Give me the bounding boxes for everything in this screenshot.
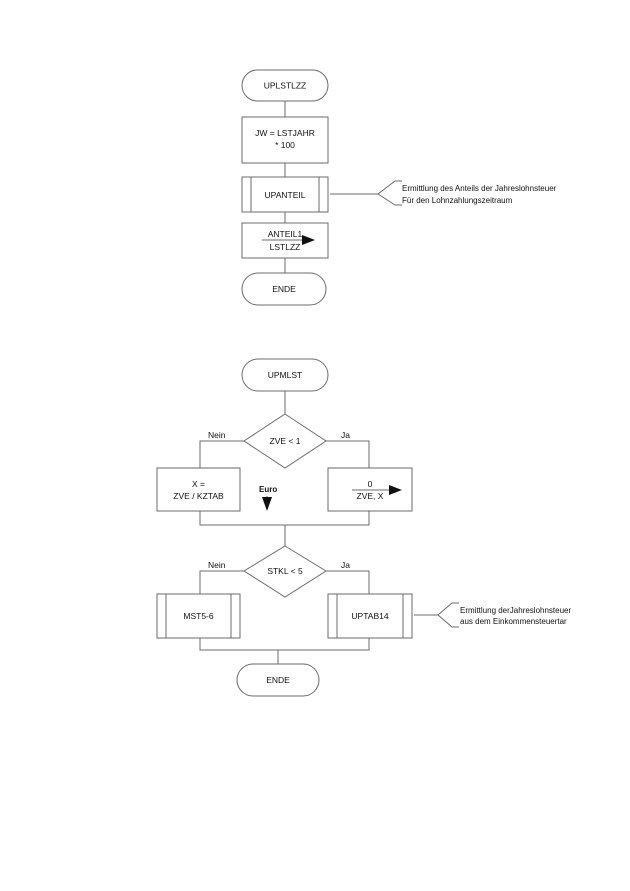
- start-terminator: UPLSTLZZ: [241, 69, 329, 102]
- assignment-box-zero: 0 ZVE, X: [327, 467, 413, 512]
- connector-yes-1: [326, 440, 370, 468]
- end-label: ENDE: [272, 284, 296, 294]
- assignment-source: 0: [368, 479, 373, 489]
- decision-label: STKL < 5: [267, 566, 303, 576]
- annotation-uptab14: Ermittlung derJahreslohnsteuer aus dem E…: [414, 602, 572, 628]
- annotation-line-2: aus dem Einkommensteuertar: [460, 617, 567, 626]
- connector-no-1: [199, 440, 244, 468]
- subroutine-label: UPANTEIL: [265, 190, 306, 200]
- decision-zve: ZVE < 1 Nein Ja: [208, 413, 350, 469]
- subroutine-label: UPTAB14: [351, 611, 388, 621]
- branch-label-yes: Ja: [341, 430, 350, 440]
- assignment-target: LSTLZZ: [270, 242, 301, 252]
- process-line-2: ZVE / KZTAB: [173, 491, 224, 501]
- process-line-1: X =: [192, 479, 205, 489]
- process-line-1: JW = LSTJAHR: [255, 128, 315, 138]
- subroutine-box-upanteil: UPANTEIL: [241, 176, 329, 213]
- merge-line-1: [199, 511, 370, 526]
- flowchart-upmlst: UPMLST ZVE < 1 Nein Ja X = ZVE / KZTAB E…: [156, 358, 572, 697]
- start-label: UPMLST: [268, 370, 302, 380]
- assignment-source: ANTEIL1: [268, 229, 303, 239]
- subroutine-label: MST5-6: [183, 611, 214, 621]
- assignment-target: ZVE, X: [357, 491, 384, 501]
- arrow-right-icon: [389, 485, 402, 495]
- branch-label-no: Nein: [208, 430, 226, 440]
- annotation-line-1: Ermittlung des Anteils der Jahreslohnste…: [402, 184, 557, 193]
- decision-stkl: STKL < 5 Nein Ja: [208, 545, 350, 598]
- process-box-jw: JW = LSTJAHR * 100: [241, 116, 329, 164]
- annotation-upanteil: Ermittlung des Anteils der Jahreslohnste…: [330, 180, 557, 206]
- arrow-right-icon: [302, 235, 315, 245]
- subroutine-box-mst5-6: MST5-6: [156, 593, 241, 639]
- connector-yes-2: [326, 570, 370, 594]
- annotation-line-1: Ermittlung derJahreslohnsteuer: [460, 606, 572, 615]
- branch-label-yes: Ja: [341, 560, 350, 570]
- branch-label-no: Nein: [208, 560, 226, 570]
- assignment-box-anteil1: ANTEIL1 LSTLZZ: [241, 222, 329, 259]
- start-label: UPLSTLZZ: [264, 81, 307, 91]
- start-terminator: UPMLST: [241, 358, 329, 392]
- annotation-line-2: Für den Lohnzahlungszeitraum: [402, 196, 513, 205]
- connector-no-2: [199, 570, 244, 594]
- merge-line-2: [199, 638, 370, 651]
- process-box-x: X = ZVE / KZTAB: [156, 467, 241, 512]
- subroutine-box-uptab14: UPTAB14: [327, 593, 413, 639]
- end-terminator: ENDE: [241, 272, 327, 306]
- process-line-2: * 100: [275, 140, 295, 150]
- end-terminator: ENDE: [236, 663, 320, 697]
- flowchart-uplstlzz: UPLSTLZZ JW = LSTJAHR * 100 UPANTEIL Erm…: [241, 69, 557, 306]
- arrow-down-icon: [262, 497, 272, 511]
- decision-label: ZVE < 1: [270, 436, 301, 446]
- euro-output: Euro: [259, 485, 277, 511]
- euro-label: Euro: [259, 485, 277, 494]
- end-label: ENDE: [266, 675, 290, 685]
